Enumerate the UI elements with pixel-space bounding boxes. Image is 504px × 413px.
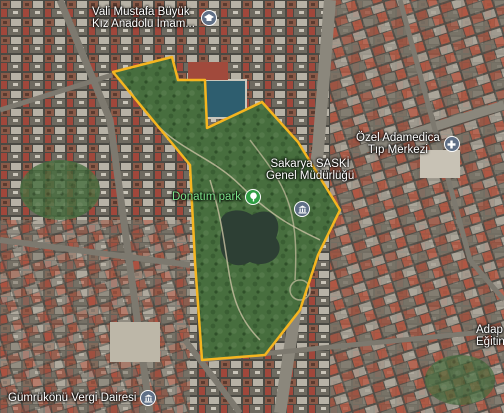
saski-label: Sakarya SASKİ Genel Müdürlüğü <box>266 158 354 182</box>
poi-right-edge[interactable]: Adap Eğitin <box>476 324 504 348</box>
poi-saski[interactable]: Sakarya SASKİ Genel Müdürlüğü <box>266 158 354 182</box>
poi-park[interactable]: Donatım park <box>172 189 262 205</box>
graduation-cap-icon[interactable] <box>200 10 217 26</box>
tax-office-label: Gümrükönü Vergi Dairesi <box>8 392 137 404</box>
park-label: Donatım park <box>172 191 242 203</box>
poi-tax-office[interactable]: Gümrükönü Vergi Dairesi <box>8 390 157 406</box>
poi-clinic[interactable]: Özel Adamedica Tıp Merkezi <box>356 132 460 156</box>
government-building-icon[interactable] <box>140 390 157 406</box>
right-edge-label-line2: Eğitin <box>476 336 504 348</box>
saski-label-line2: Genel Müdürlüğü <box>266 170 355 182</box>
poi-school[interactable]: Vali Mustafa Büyük Kız Anadolu İmam... <box>92 6 217 30</box>
medical-icon[interactable] <box>443 136 460 152</box>
clinic-label-line1: Özel Adamedica <box>356 132 440 144</box>
park-boundary <box>111 55 342 362</box>
saski-label-line1: Sakarya SASKİ <box>270 158 350 170</box>
tree-icon[interactable] <box>245 189 262 205</box>
school-label: Vali Mustafa Büyük Kız Anadolu İmam... <box>92 6 195 30</box>
government-building-icon[interactable] <box>294 201 310 217</box>
right-edge-label: Adap Eğitin <box>476 324 504 348</box>
school-label-line2: Kız Anadolu İmam... <box>92 18 195 30</box>
school-label-line1: Vali Mustafa Büyük <box>92 6 190 18</box>
right-edge-label-line1: Adap <box>476 324 503 336</box>
park-area <box>113 57 340 360</box>
clinic-label-line2: Tıp Merkezi <box>367 144 428 156</box>
clinic-label: Özel Adamedica Tıp Merkezi <box>356 132 440 156</box>
